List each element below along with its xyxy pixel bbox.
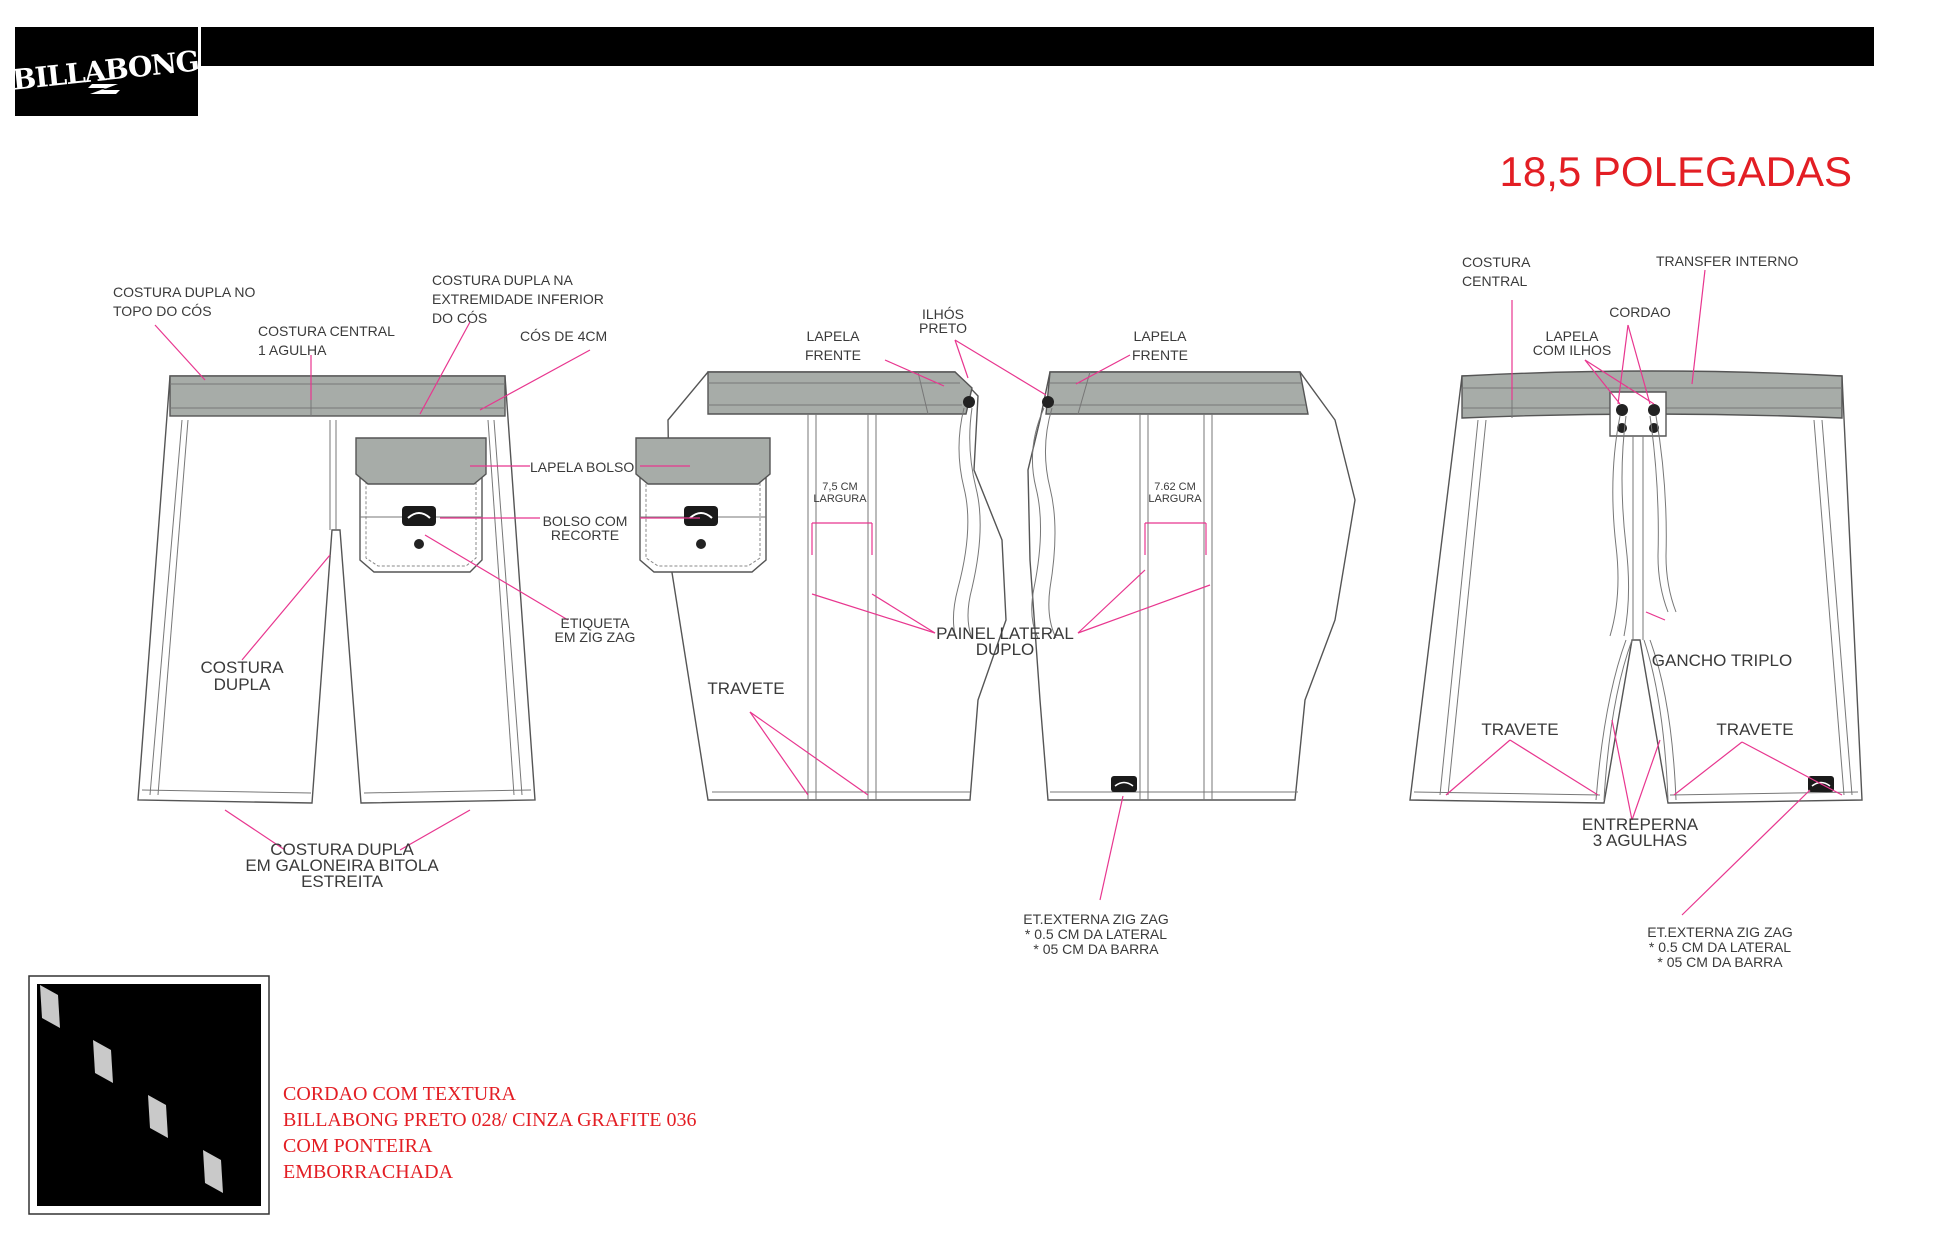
label-flap-left-1: LAPELA [807,328,861,344]
header-bar [201,27,1874,66]
label-ext-back-2: * 0.5 CM DA LATERAL [1649,939,1791,955]
label-center-seam-1: COSTURA CENTRAL [258,323,395,339]
label-flap-right-1: LAPELA [1134,328,1188,344]
cord-note-line-4: EMBORRACHADA [283,1161,454,1183]
label-inseam-1: ENTREPERNA [1582,815,1699,834]
label-center-seam-2: 1 AGULHA [258,342,327,358]
header: BILLABONG [11,27,1874,116]
logo-box [15,27,198,116]
cord-note-line-2: BILLABONG PRETO 028/ CINZA GRAFITE 036 [283,1109,697,1131]
label-waistband-width: CÓS DE 4CM [520,328,607,344]
side-right-waistband [1045,371,1309,415]
back-eyelet-right-icon [1648,404,1660,416]
label-bartack-side: TRAVETE [707,679,784,698]
label-flap-right-2: FRENTE [1132,347,1188,363]
front-labels: COSTURA DUPLA NO TOPO DO CÓS COSTURA CEN… [113,272,635,891]
label-flap-eyelets-2: COM ILHOS [1533,342,1612,358]
label-eyelets-1: ILHÓS [922,306,964,322]
back-view [1409,370,1863,804]
zigzag-label-icon [402,506,436,526]
label-transfer: TRANSFER INTERNO [1656,253,1798,269]
label-double-seam-1: COSTURA [200,658,284,677]
label-back-center-seam-1: COSTURA [1462,254,1531,270]
label-width-right-1: 7.62 CM [1154,481,1196,493]
button-icon [414,539,424,549]
label-topstitch-bottom-3: DO CÓS [432,310,487,326]
label-ext-side-3: * 05 CM DA BARRA [1033,941,1159,957]
callout-lines [154,269,1843,916]
label-side-panel-1: PAINEL LATERAL [936,624,1074,643]
label-bartack-back-right: TRAVETE [1716,720,1793,739]
side-view-right [1027,371,1356,801]
label-double-seam-2: DUPLA [214,675,271,694]
label-flap-eyelets-1: LAPELA [1546,328,1600,344]
label-cord: CORDAO [1609,304,1671,320]
label-topstitch-top-2: TOPO DO CÓS [113,303,212,319]
cord-note-line-1: CORDAO COM TEXTURA [283,1083,517,1105]
label-hem-seam-1: COSTURA DUPLA [270,840,414,859]
label-back-center-seam-2: CENTRAL [1462,273,1528,289]
label-topstitch-top-1: COSTURA DUPLA NO [113,284,255,300]
label-ext-back-1: ET.EXTERNA ZIG ZAG [1647,924,1792,940]
label-width-left-2: LARGURA [813,493,867,505]
label-hem-seam-3: ESTREITA [301,872,384,891]
logo-wave-icon [88,84,120,94]
label-eyelets-2: PRETO [919,320,967,336]
label-topstitch-bottom-2: EXTREMIDADE INFERIOR [432,291,604,307]
label-inseam-2: 3 AGULHAS [1593,831,1688,850]
label-flap-left-2: FRENTE [805,347,861,363]
label-topstitch-bottom-1: COSTURA DUPLA NA [432,272,573,288]
front-view [137,375,536,804]
label-width-left-1: 7,5 CM [822,481,857,493]
back-labels: COSTURA CENTRAL TRANSFER INTERNO CORDAO … [1462,253,1798,970]
label-ext-back-3: * 05 CM DA BARRA [1657,954,1783,970]
label-ext-side-2: * 0.5 CM DA LATERAL [1025,926,1167,942]
label-hem-seam-2: EM GALONEIRA BITOLA [245,856,439,875]
page-title: 18,5 POLEGADAS [1499,148,1852,195]
label-zigzag-1: ETIQUETA [561,615,631,631]
front-pocket-flap [355,437,487,485]
label-zigzag-2: EM ZIG ZAG [555,629,636,645]
eyelet-icon [963,396,975,408]
label-ext-side-1: ET.EXTERNA ZIG ZAG [1023,911,1168,927]
back-eyelet-left-icon [1616,404,1628,416]
label-cut-pocket-2: RECORTE [551,527,619,543]
label-triple-hook: GANCHO TRIPLO [1652,651,1792,670]
ext-label-icon [1111,776,1137,792]
label-bartack-back-left: TRAVETE [1481,720,1558,739]
label-pocket-flap: LAPELA BOLSO [530,459,634,475]
side-view-left [635,371,1007,801]
cord-note-line-3: COM PONTEIRA [283,1135,433,1157]
side-left-waistband [707,371,973,415]
label-width-right-2: LARGURA [1148,493,1202,505]
cord-swatch [28,975,270,1215]
side-labels: LAPELA FRENTE ILHÓS PRETO LAPELA FRENTE … [707,306,1202,957]
front-waistband [169,375,506,417]
cord-note: CORDAO COM TEXTURA BILLABONG PRETO 028/ … [283,1083,697,1183]
label-side-panel-2: DUPLO [976,640,1035,659]
label-cut-pocket-1: BOLSO COM [543,513,628,529]
